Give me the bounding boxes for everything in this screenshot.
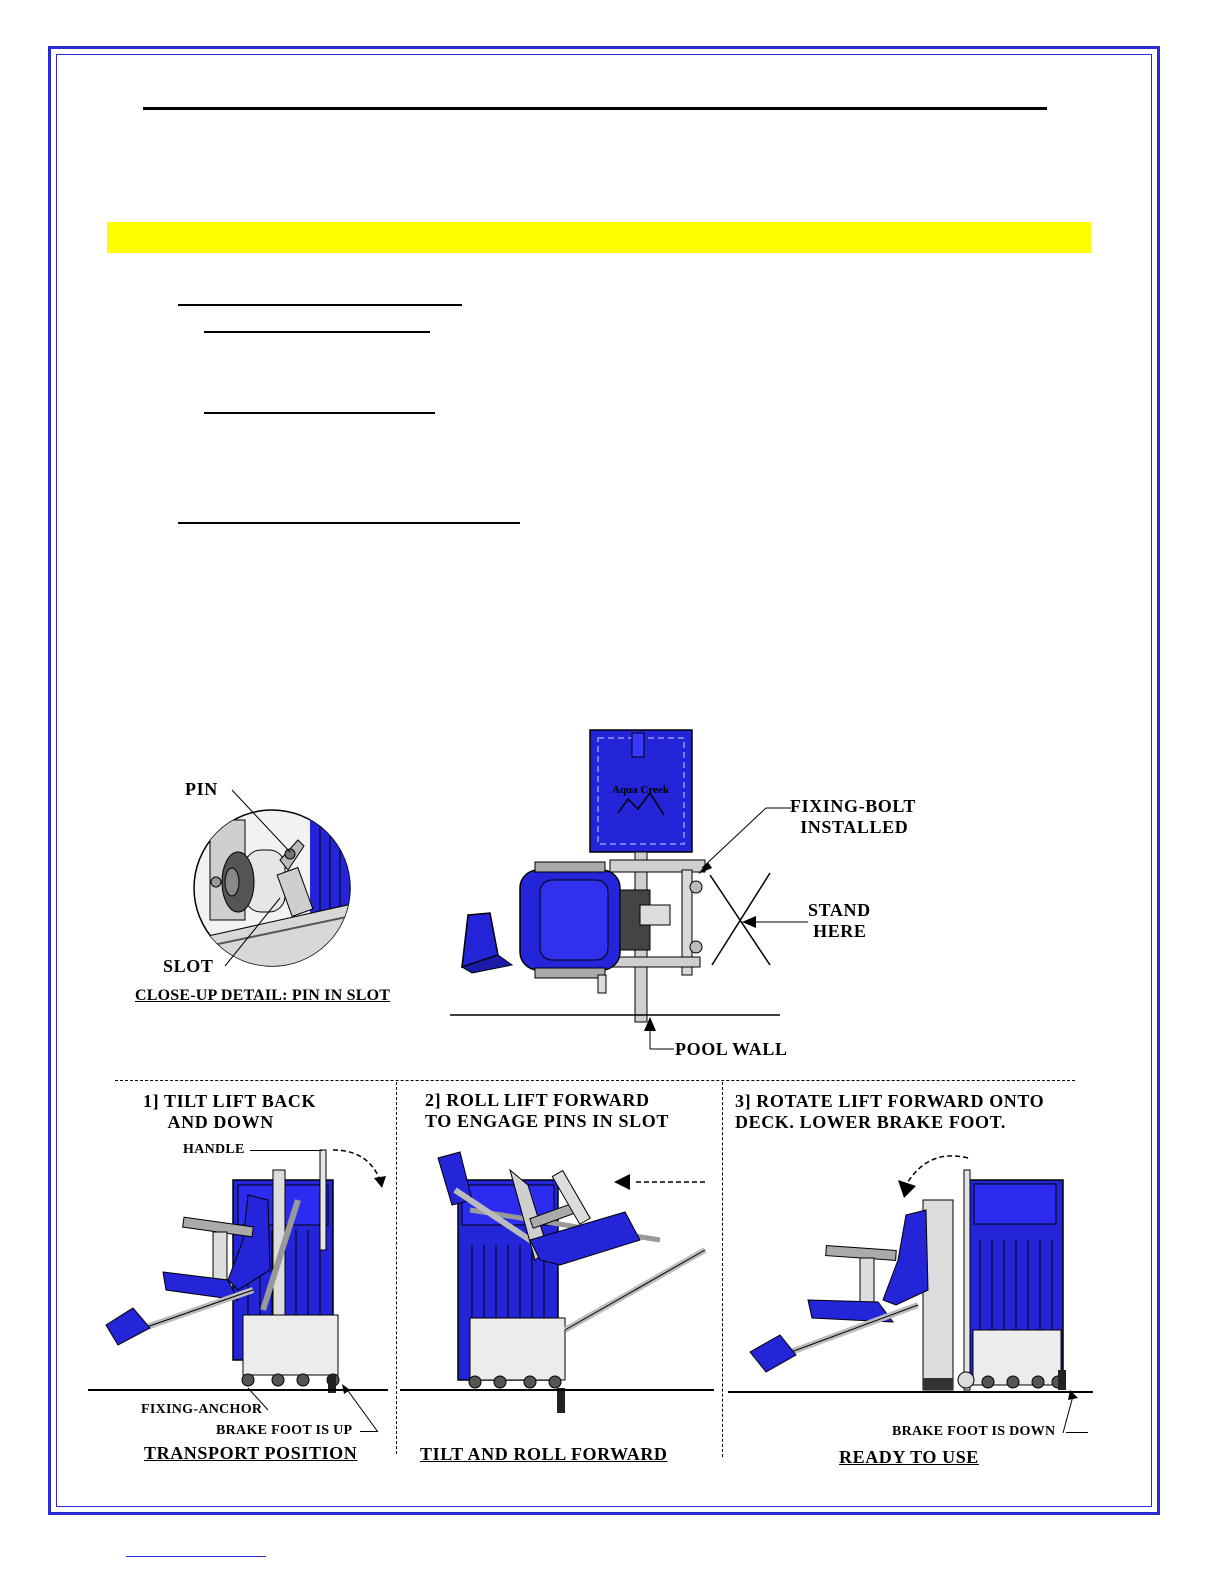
step-3-caption: READY TO USE [839, 1447, 979, 1467]
step-1-illustration [88, 1149, 388, 1433]
handle-leader [250, 1150, 322, 1151]
subheading-rule-2 [204, 412, 435, 414]
section-heading-rule-2 [178, 522, 520, 524]
highlight-bar [107, 222, 1091, 253]
top-view-illustration [450, 729, 780, 1023]
pin-label: PIN [185, 779, 218, 799]
footer-link[interactable] [126, 1556, 266, 1557]
slot-label: SLOT [163, 956, 214, 976]
pool-wall-arrow [644, 1017, 674, 1050]
closeup-detail-illustration [193, 789, 351, 967]
brake-down-label: BRAKE FOOT IS DOWN [892, 1424, 1056, 1439]
step-2-illustration [400, 1151, 714, 1413]
page-border-outer [48, 46, 1160, 1515]
aqua-creek-logo: Aqua Creek [612, 784, 669, 796]
brake-down-leader [1066, 1432, 1088, 1433]
brake-up-leader [360, 1431, 378, 1432]
closeup-caption: CLOSE-UP DETAIL: PIN IN SLOT [135, 987, 391, 1004]
fixing-bolt-leader [698, 807, 791, 874]
section-heading-rule-1 [178, 304, 462, 306]
step-2-title: 2] ROLL LIFT FORWARD TO ENGAGE PINS IN S… [425, 1090, 669, 1131]
brake-up-label: BRAKE FOOT IS UP [216, 1423, 353, 1438]
fixing-anchor-label: FIXING-ANCHOR [141, 1402, 263, 1417]
steps-divider-top [115, 1080, 1075, 1081]
pool-wall-label: POOL WALL [675, 1039, 788, 1059]
stand-here-label: STAND HERE [808, 900, 871, 941]
step-3-illustration [728, 1155, 1093, 1434]
page-border-inner [56, 54, 1152, 1507]
step-2-caption: TILT AND ROLL FORWARD [420, 1444, 668, 1464]
step-1-caption: TRANSPORT POSITION [144, 1443, 358, 1463]
stand-here-arrow [742, 916, 808, 928]
steps-divider-1 [396, 1082, 397, 1454]
fixing-bolt-label: FIXING-BOLT INSTALLED [790, 796, 916, 837]
steps-divider-2 [722, 1082, 723, 1457]
step-3-title: 3] ROTATE LIFT FORWARD ONTO DECK. LOWER … [735, 1091, 1045, 1132]
handle-label: HANDLE [183, 1142, 245, 1157]
step-1-title: 1] TILT LIFT BACK AND DOWN [143, 1091, 317, 1132]
subheading-rule-1 [204, 331, 430, 333]
header-rule [143, 107, 1047, 110]
